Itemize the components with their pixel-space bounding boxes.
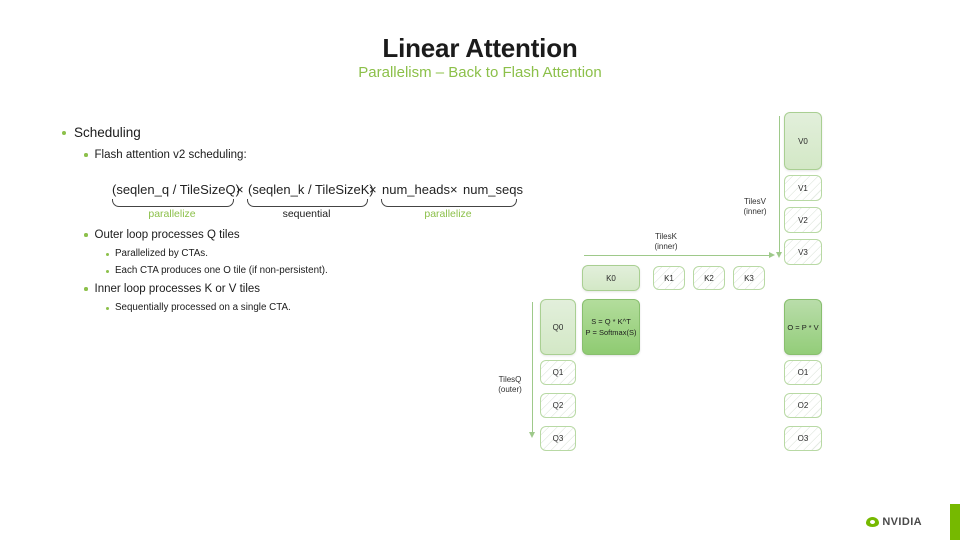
tile-o2[interactable]: O2: [784, 393, 822, 418]
tilesq-axis-line: [532, 302, 533, 434]
compute-block-s-p[interactable]: S = Q * K^T P = Softmax(S): [582, 299, 640, 355]
underbrace-k: [247, 199, 368, 207]
tile-o1[interactable]: O1: [784, 360, 822, 385]
tilesq-axis-label: TilesQ (outer): [487, 375, 533, 395]
bullet-list: Scheduling Flash attention v2 scheduling…: [62, 124, 482, 318]
formula-term-heads: num_heads: [382, 182, 450, 197]
bullet-dot-icon: [84, 287, 88, 291]
scheduling-formula: (seqlen_q / TileSizeQ) × (seqlen_k / Til…: [112, 182, 542, 228]
tilesq-label-line1: TilesQ: [498, 375, 522, 384]
formula-term-q: (seqlen_q / TileSizeQ): [112, 182, 240, 197]
compute-line-p: P = Softmax(S): [585, 328, 637, 337]
tilesv-axis-label: TilesV (inner): [729, 197, 781, 217]
tile-o0-compute[interactable]: O = P * V: [784, 299, 822, 355]
bullet-dot-icon: [84, 233, 88, 237]
formula-caption-parallelize-heads: parallelize: [424, 208, 472, 220]
formula-term-seqs: num_seqs: [463, 182, 523, 197]
tilesk-label-line1: TilesK: [655, 232, 677, 241]
bullet-label: Parallelized by CTAs.: [115, 248, 208, 259]
nvidia-wordmark: NVIDIA: [882, 516, 922, 528]
tile-k1[interactable]: K1: [653, 266, 685, 290]
bullet-scheduling: Scheduling: [62, 124, 482, 142]
bullet-label: Each CTA produces one O tile (if non-per…: [115, 265, 328, 276]
bullet-dot-icon: [106, 307, 109, 310]
tilesv-label-line2: (inner): [743, 207, 767, 216]
bullet-parallelized-ctas: Parallelized by CTAs.: [106, 247, 482, 261]
bullet-sequential-cta: Sequentially processed on a single CTA.: [106, 301, 482, 315]
formula-multiply-3: ×: [450, 182, 458, 197]
nvidia-eye-icon: [866, 517, 880, 527]
tile-q0[interactable]: Q0: [540, 299, 576, 355]
tilesv-axis-line: [779, 116, 780, 254]
bullet-outer-loop: Outer loop processes Q tiles: [84, 227, 482, 243]
compute-line-s: S = Q * K^T: [591, 317, 631, 326]
formula-caption-sequential: sequential: [282, 208, 331, 220]
tile-v2[interactable]: V2: [784, 207, 822, 233]
bullet-label: Scheduling: [74, 125, 141, 140]
bullet-label: Sequentially processed on a single CTA.: [115, 302, 291, 313]
tile-q3[interactable]: Q3: [540, 426, 576, 451]
formula-caption-parallelize-q: parallelize: [148, 208, 196, 220]
nvidia-logo: NVIDIA: [866, 516, 922, 528]
tile-k0[interactable]: K0: [582, 265, 640, 291]
formula-term-k: (seqlen_k / TileSizeK): [248, 182, 374, 197]
tile-q2[interactable]: Q2: [540, 393, 576, 418]
bullet-dot-icon: [62, 131, 66, 135]
bullet-inner-loop: Inner loop processes K or V tiles: [84, 281, 482, 297]
bullet-dot-icon: [106, 253, 109, 256]
tile-q1[interactable]: Q1: [540, 360, 576, 385]
underbrace-heads: [381, 199, 517, 207]
tilesv-label-line1: TilesV: [744, 197, 766, 206]
formula-multiply-2: ×: [369, 182, 377, 197]
underbrace-q: [112, 199, 234, 207]
tilesk-label-line2: (inner): [654, 242, 678, 251]
bullet-one-o-tile: Each CTA produces one O tile (if non-per…: [106, 264, 482, 278]
tilesk-axis-label: TilesK (inner): [640, 232, 692, 252]
bullet-dot-icon: [106, 270, 109, 273]
tile-k2[interactable]: K2: [693, 266, 725, 290]
tile-v1[interactable]: V1: [784, 175, 822, 201]
bullet-label: Flash attention v2 scheduling:: [94, 149, 247, 161]
tile-v3[interactable]: V3: [784, 239, 822, 265]
tilesk-axis-line: [584, 255, 770, 256]
page-title: Linear Attention: [382, 33, 578, 63]
tile-v0[interactable]: V0: [784, 112, 822, 170]
bullet-flash-v2: Flash attention v2 scheduling:: [84, 147, 482, 163]
bullet-label: Outer loop processes Q tiles: [94, 229, 240, 241]
bullet-dot-icon: [84, 153, 88, 157]
brand-edge-bar: [950, 504, 960, 540]
page-subtitle: Parallelism – Back to Flash Attention: [358, 64, 602, 81]
tilesq-label-line2: (outer): [498, 385, 522, 394]
tile-o3[interactable]: O3: [784, 426, 822, 451]
bullet-label: Inner loop processes K or V tiles: [94, 283, 261, 295]
tile-k3[interactable]: K3: [733, 266, 765, 290]
formula-multiply-1: ×: [236, 182, 244, 197]
